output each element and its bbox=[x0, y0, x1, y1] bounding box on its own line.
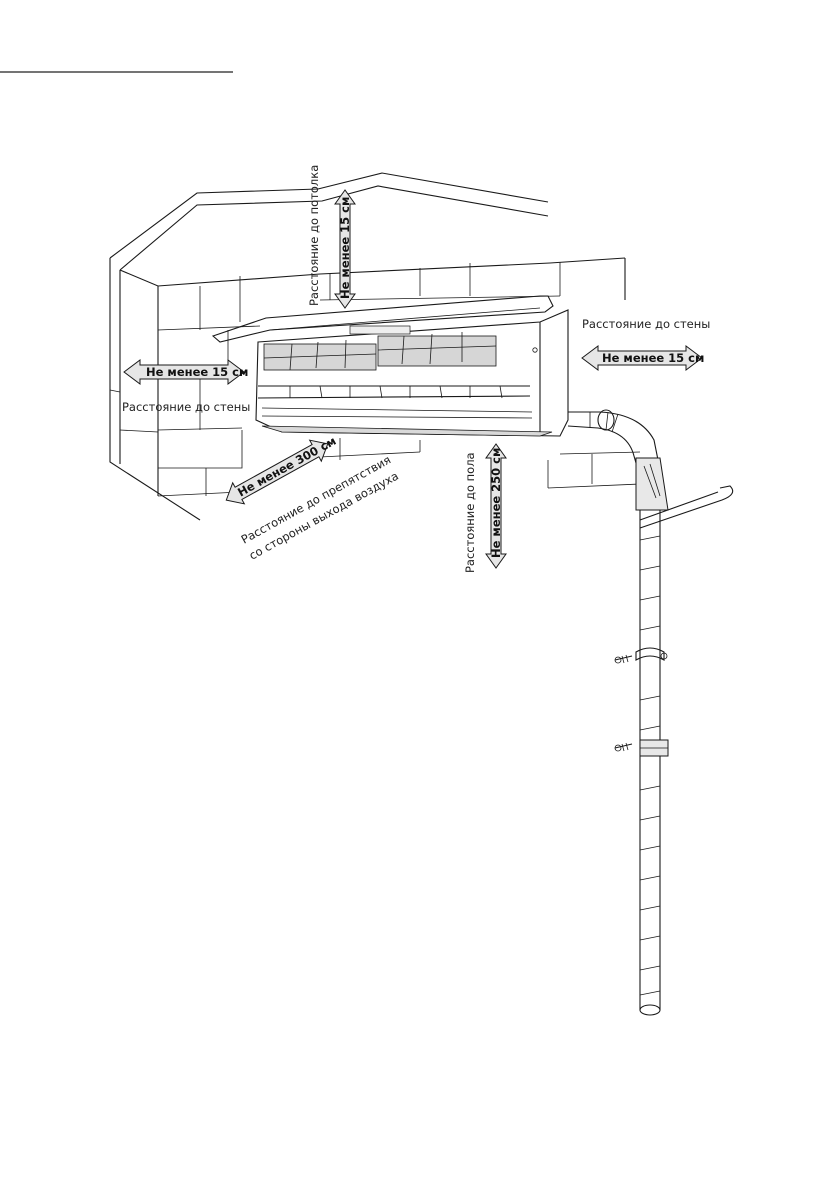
air-filters bbox=[263, 325, 497, 371]
ceiling-distance-label: Расстояние до потолка bbox=[307, 165, 321, 306]
ceiling-min-text: Не менее 15 см bbox=[338, 197, 352, 299]
floor-clearance-arrow: Не менее 250 см bbox=[485, 443, 507, 569]
pipe-clamp-upper bbox=[635, 647, 668, 661]
indoor-unit bbox=[211, 295, 569, 437]
left-wall-clearance-arrow: Не менее 15 см bbox=[123, 359, 248, 385]
right-wall-clearance-arrow: Не менее 15 см bbox=[581, 345, 704, 371]
ceiling-clearance-arrow: Не менее 15 см bbox=[334, 189, 356, 309]
left-wall-distance-label: Расстояние до стены bbox=[122, 400, 250, 414]
obstacle-distance-line1: Расстояние до препятствия bbox=[239, 453, 393, 547]
screw-icon bbox=[614, 742, 633, 752]
refrigerant-pipe bbox=[567, 409, 734, 1016]
left-min-text: Не менее 15 см bbox=[146, 365, 248, 379]
floor-distance-label: Расстояние до пола bbox=[463, 452, 477, 573]
room-wall bbox=[109, 172, 641, 521]
right-wall-distance-label: Расстояние до стены bbox=[582, 317, 710, 331]
floor-min-text: Не менее 250 см bbox=[489, 448, 503, 558]
screw-icon bbox=[614, 654, 633, 664]
right-min-text: Не менее 15 см bbox=[602, 351, 704, 365]
pipe-clamp-lower bbox=[639, 739, 669, 757]
